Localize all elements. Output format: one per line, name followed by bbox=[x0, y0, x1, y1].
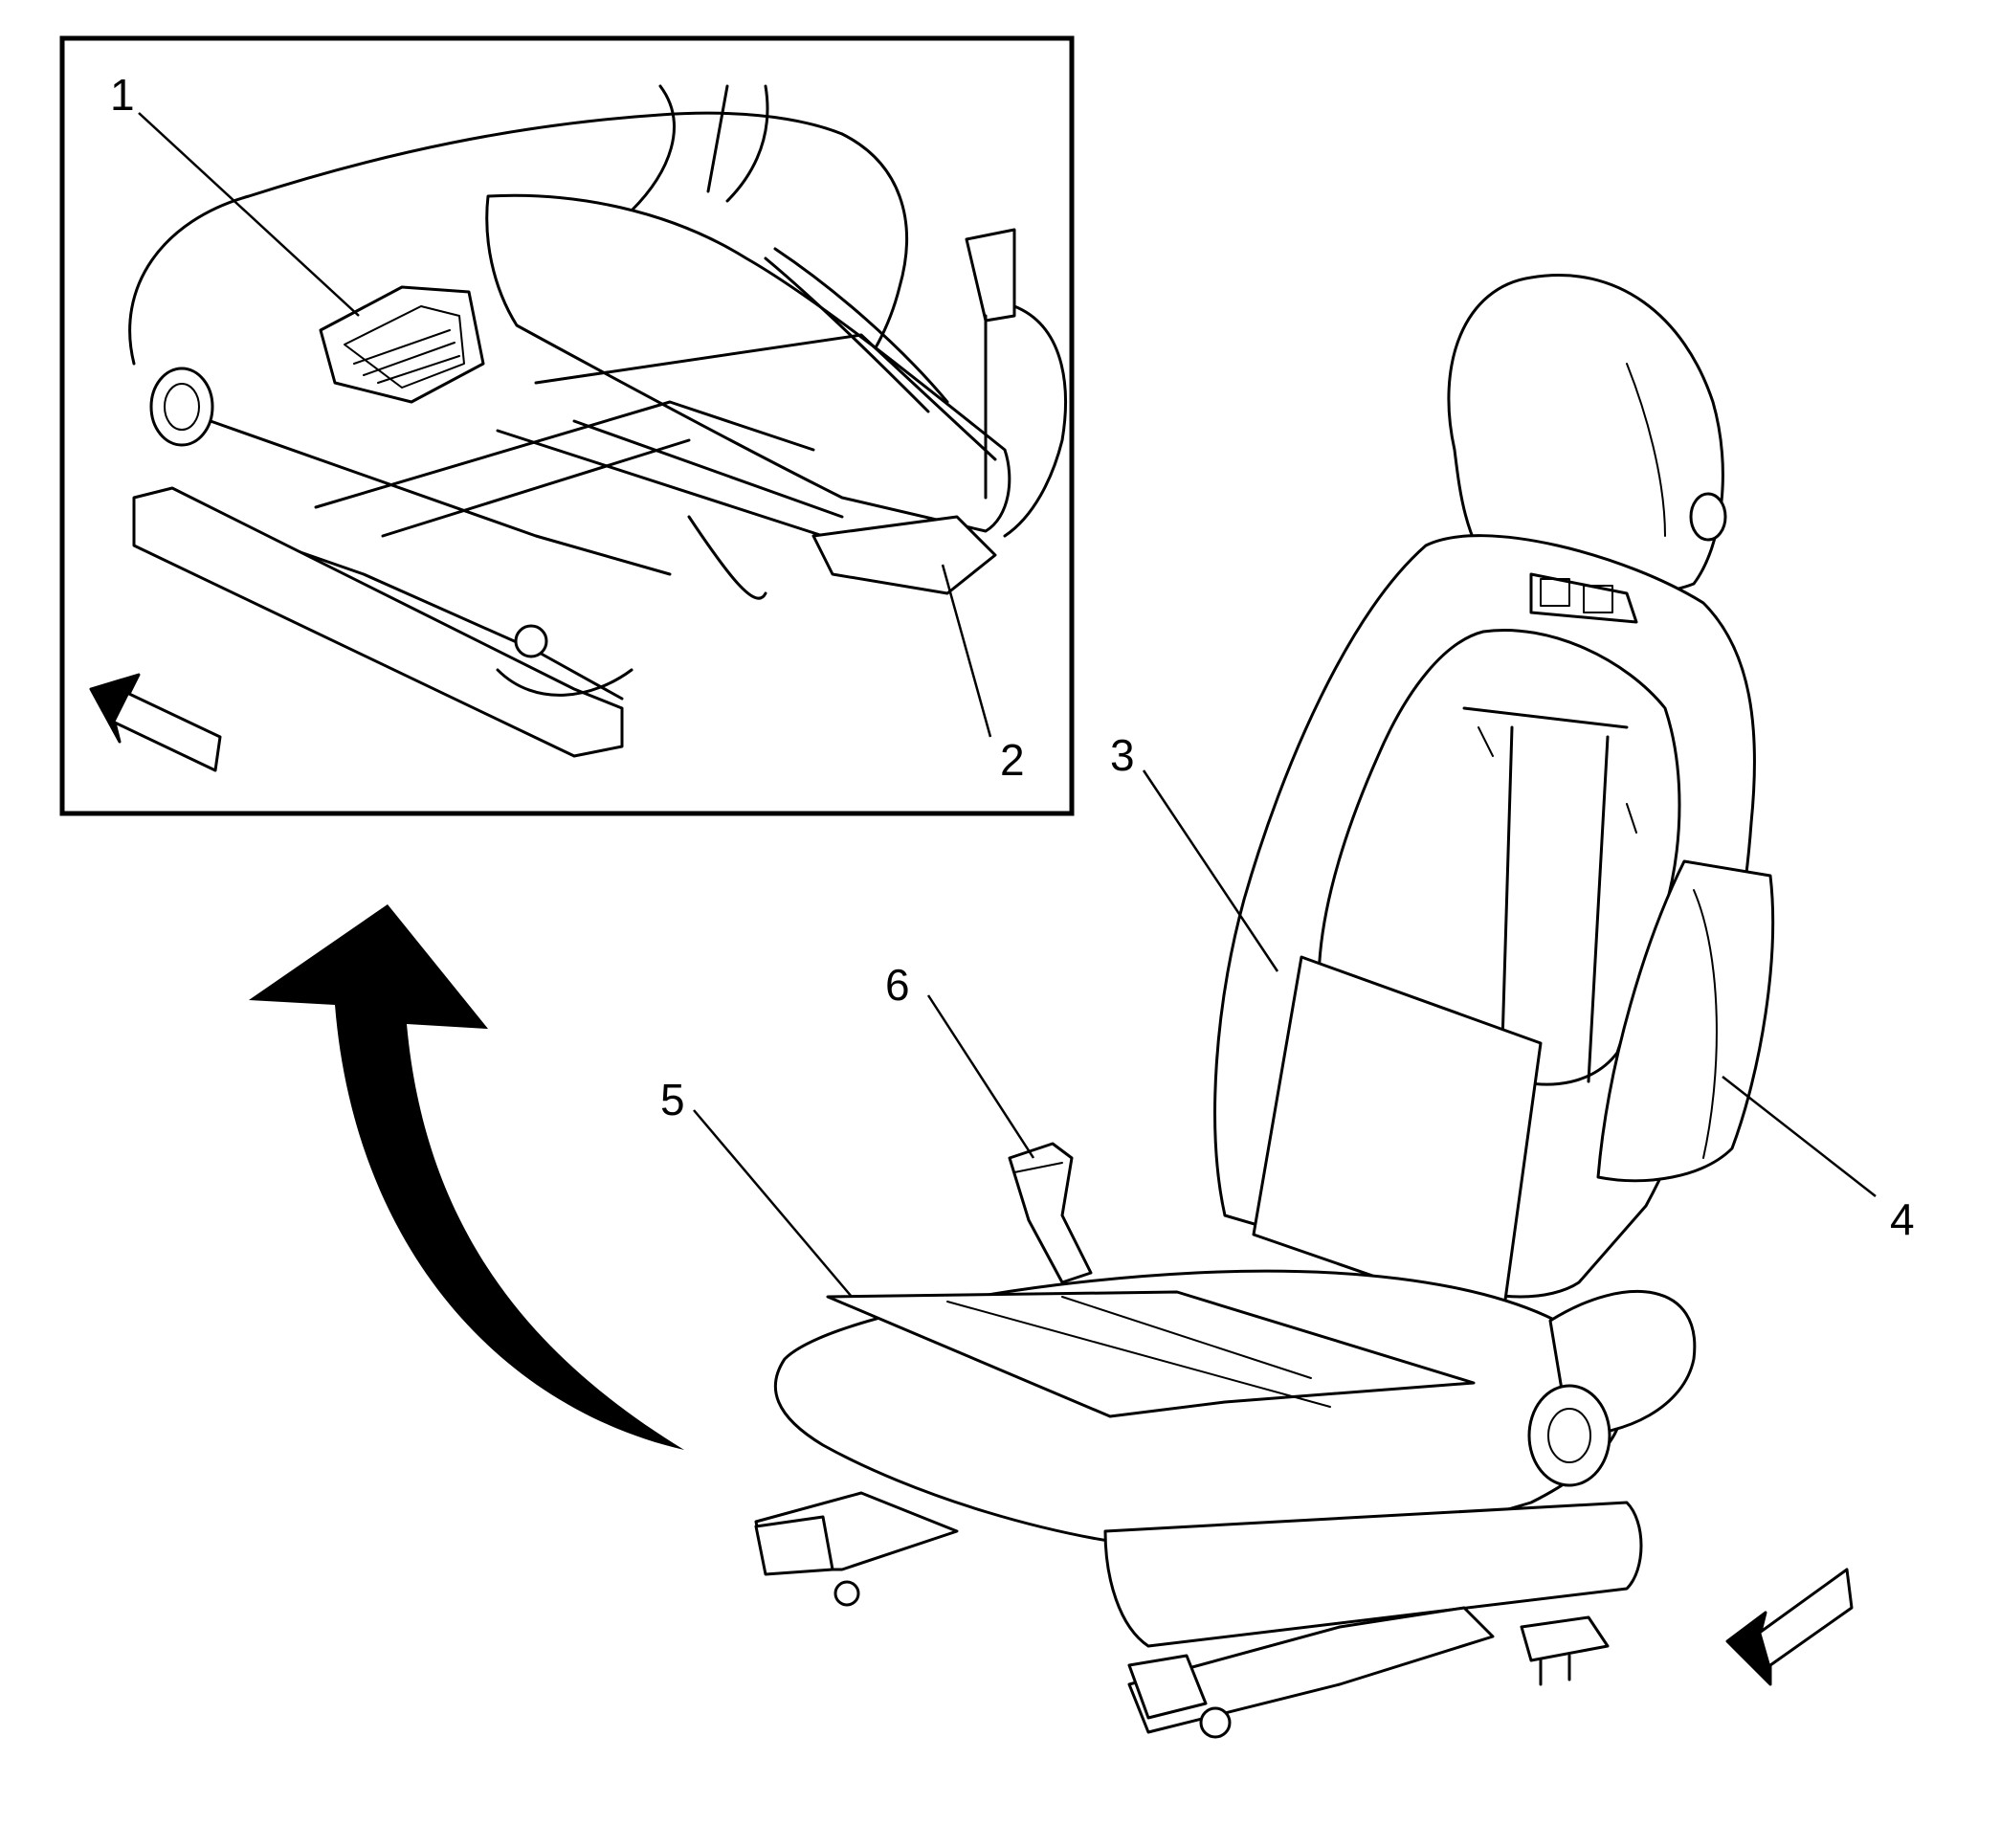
seat-rail-right bbox=[1127, 1606, 1495, 1734]
front-direction-arrow-icon bbox=[89, 673, 222, 772]
front-direction-arrow-icon-main bbox=[1725, 1568, 1854, 1686]
callout-5: 5 bbox=[660, 1075, 685, 1124]
callout-4: 4 bbox=[1890, 1194, 1915, 1244]
inset-seat-frame bbox=[132, 228, 1016, 758]
side-airbag-module bbox=[1596, 859, 1775, 1183]
callout-3: 3 bbox=[1110, 730, 1135, 780]
callout-1: 1 bbox=[110, 70, 135, 120]
curved-view-arrow-icon bbox=[249, 904, 684, 1450]
inset-seat-cushion bbox=[128, 84, 1067, 538]
inset-detail-view bbox=[59, 35, 1075, 816]
callout-2: 2 bbox=[1000, 735, 1025, 785]
main-seat bbox=[693, 274, 1877, 1739]
inset-module-bracket bbox=[319, 285, 485, 404]
seat-front-trim bbox=[1103, 1501, 1643, 1648]
seat-cushion-pad bbox=[826, 1290, 1476, 1418]
callout-6: 6 bbox=[885, 960, 910, 1010]
seat-belt-buckle bbox=[1008, 1142, 1093, 1284]
